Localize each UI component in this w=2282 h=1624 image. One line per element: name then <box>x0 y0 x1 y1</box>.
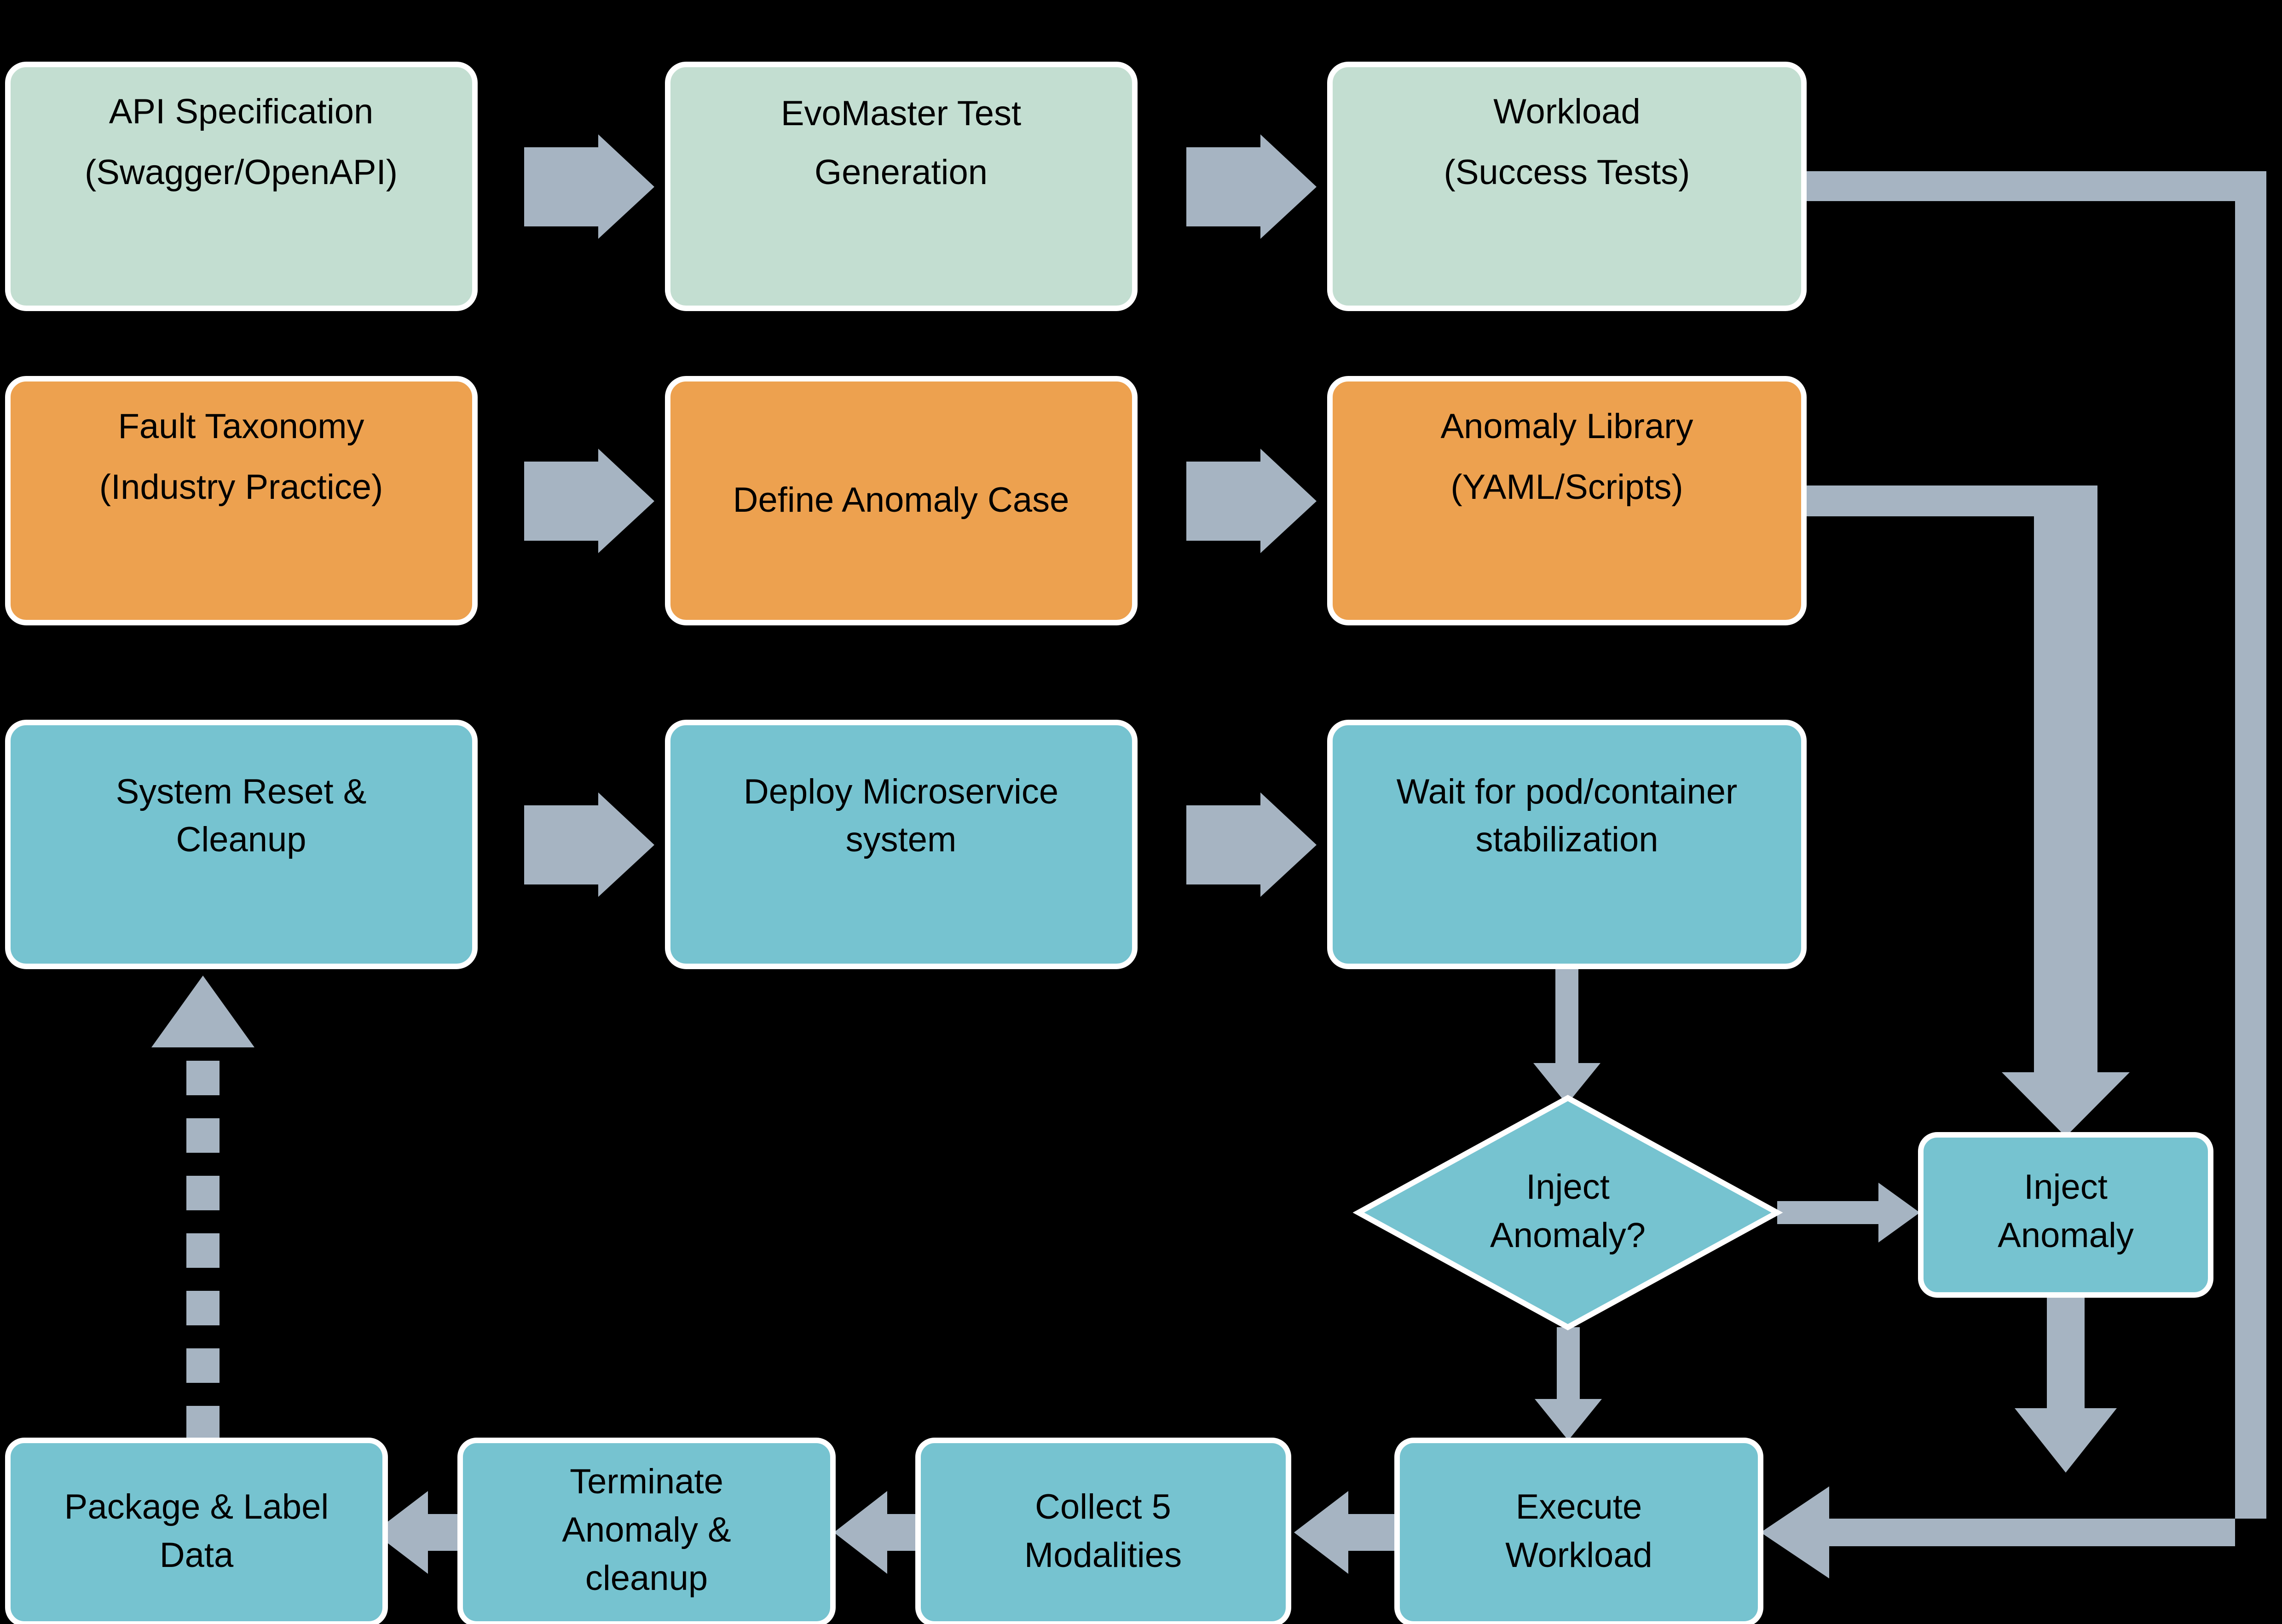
node-wait-for-stabilization[interactable]: Wait for pod/container stabilization <box>1327 720 1807 969</box>
arrow-execute-workload-to-collect <box>1294 1491 1397 1574</box>
arrow-terminate-to-package <box>374 1491 460 1574</box>
connector-decision-to-inject-anomaly <box>1777 1183 1920 1243</box>
node-inject-anomaly-decision[interactable]: Inject Anomaly? <box>1352 1095 1783 1330</box>
node-api-specification[interactable]: API Specification (Swagger/OpenAPI) <box>5 62 478 311</box>
node-package-label-data[interactable]: Package & Label Data <box>5 1438 388 1624</box>
connector-decision-to-execute-workload <box>1535 1327 1602 1440</box>
arrow-reset-to-deploy <box>524 792 654 897</box>
node-evomaster-test-generation[interactable]: EvoMaster Test Generation <box>665 62 1138 311</box>
arrow-api-spec-to-evomaster <box>524 134 654 239</box>
connector-package-to-system-reset <box>151 976 254 1440</box>
arrow-evomaster-to-workload <box>1186 134 1317 239</box>
node-execute-workload[interactable]: Execute Workload <box>1394 1438 1763 1624</box>
connector-wait-to-decision <box>1533 966 1600 1104</box>
arrow-fault-taxonomy-to-define-anomaly <box>524 449 654 553</box>
node-anomaly-library[interactable]: Anomaly Library (YAML/Scripts) <box>1327 376 1807 625</box>
node-terminate-anomaly-cleanup[interactable]: Terminate Anomaly & cleanup <box>457 1438 836 1624</box>
connector-inject-anomaly-to-execute-workload <box>2015 1295 2117 1473</box>
node-fault-taxonomy[interactable]: Fault Taxonomy (Industry Practice) <box>5 376 478 625</box>
node-define-anomaly-case[interactable]: Define Anomaly Case <box>665 376 1138 625</box>
node-system-reset-cleanup[interactable]: System Reset & Cleanup <box>5 720 478 969</box>
node-collect-5-modalities[interactable]: Collect 5 Modalities <box>915 1438 1291 1624</box>
node-inject-anomaly[interactable]: Inject Anomaly <box>1918 1132 2213 1298</box>
connector-anomaly-library-to-inject-anomaly <box>1804 485 2130 1137</box>
node-workload-success-tests[interactable]: Workload (Success Tests) <box>1327 62 1807 311</box>
arrow-define-anomaly-to-library <box>1186 449 1317 553</box>
arrow-collect-to-terminate <box>834 1491 918 1574</box>
node-deploy-microservice-system[interactable]: Deploy Microservice system <box>665 720 1138 969</box>
arrow-deploy-to-wait <box>1186 792 1317 897</box>
